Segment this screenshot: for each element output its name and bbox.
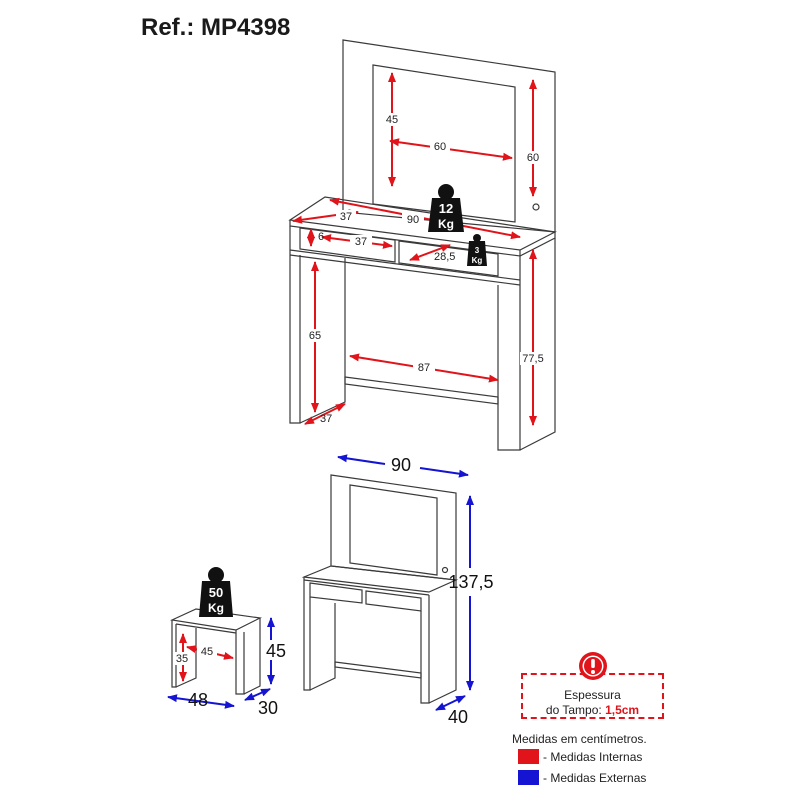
mirror-width-label: 60 — [434, 141, 446, 153]
legend-title: Medidas em centímetros. — [512, 732, 647, 746]
notice-line2: do Tampo: 1,5cm — [521, 703, 664, 718]
internal-labels: 45 60 60 37 90 6 37 28,5 65 87 77,5 37 — [304, 113, 546, 425]
weight-drawer-unit: Kg — [472, 256, 483, 265]
legend-external-label: - Medidas Externas — [543, 770, 647, 785]
weight-badge-drawer: 3 Kg — [467, 234, 487, 266]
base-depth-label: 37 — [320, 413, 332, 425]
internal-swatch — [518, 749, 539, 764]
weight-badge-stool: 50 Kg — [199, 567, 233, 617]
stool-inner-width-label: 45 — [201, 646, 213, 658]
page-title: Ref.: MP4398 — [141, 14, 291, 41]
drawer-depth-label: 28,5 — [434, 251, 455, 263]
stool-inner-height-label: 35 — [176, 653, 188, 665]
legend-internal-label: - Medidas Internas — [543, 749, 643, 764]
weight-badge-top: 12 Kg — [428, 184, 464, 232]
external-height-label: 137,5 — [448, 572, 493, 592]
external-swatch — [518, 770, 539, 785]
weight-stool-unit: Kg — [208, 601, 224, 615]
inner-width-label: 87 — [418, 362, 430, 374]
total-height-label: 77,5 — [522, 353, 543, 365]
drawer-right — [398, 240, 499, 277]
base-rail — [344, 376, 499, 405]
notice-line2-prefix: do Tampo: — [545, 703, 606, 717]
notice-line1: Espessura — [564, 688, 621, 702]
mirror-height-label: 45 — [386, 114, 398, 126]
drawer-height-label: 6 — [318, 231, 324, 243]
external-dimensions — [167, 454, 474, 711]
stool-height-label: 45 — [266, 641, 286, 661]
table-top-front — [289, 220, 521, 257]
notice-text: Espessura do Tampo: 1,5cm — [521, 688, 664, 718]
external-width-label: 90 — [391, 455, 411, 475]
stool-depth-label: 30 — [258, 698, 278, 718]
weight-top-unit: Kg — [438, 217, 454, 231]
drawer-width-label: 37 — [355, 236, 367, 248]
panel-height-label: 60 — [527, 152, 539, 164]
legend-external: - Medidas Externas — [518, 769, 646, 786]
left-side — [289, 226, 301, 424]
overview-mirror-glass — [349, 484, 438, 576]
legend-internal: - Medidas Internas — [518, 748, 642, 765]
light-switch — [532, 203, 540, 211]
external-depth-label: 40 — [448, 707, 468, 727]
weight-stool-value: 50 — [209, 585, 223, 600]
leg-height-label: 65 — [309, 330, 321, 342]
weight-top-value: 12 — [439, 201, 453, 216]
weight-drawer-value: 3 — [475, 246, 480, 255]
stool-width-label: 48 — [188, 690, 208, 710]
detailed-vanity — [288, 39, 557, 451]
notice-thickness-value: 1,5cm — [605, 703, 640, 717]
top-depth-label: 37 — [340, 211, 352, 223]
warning-icon — [579, 652, 607, 680]
overview-vanity — [301, 474, 459, 704]
top-width-label: 90 — [407, 214, 419, 226]
